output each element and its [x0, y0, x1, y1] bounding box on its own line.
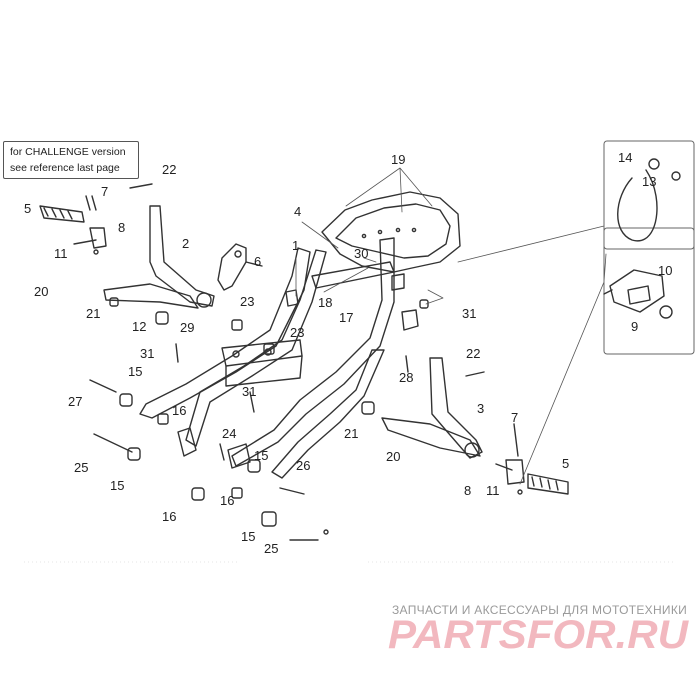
callout-16-a: 16: [172, 403, 186, 418]
callout-15-c: 15: [254, 448, 268, 463]
callout-8-left: 8: [118, 220, 125, 235]
callout-26: 26: [296, 458, 310, 473]
callout-20-right: 20: [386, 449, 400, 464]
rear-subframe: [139, 191, 461, 479]
callout-5-right: 5: [562, 456, 569, 471]
callout-16-c: 16: [220, 493, 234, 508]
callout-7-left: 7: [101, 184, 108, 199]
callout-5-left: 5: [24, 201, 31, 216]
inset-frames: [603, 140, 695, 355]
watermark-tagline: ЗАПЧАСТИ И АКСЕССУАРЫ ДЛЯ МОТОТЕХНИКИ: [392, 603, 688, 617]
callout-labels: 1 2 3 4 5 5 6 7 7 8 8 9 10 11 11 12 13 1…: [24, 150, 672, 556]
callout-11-left: 11: [54, 246, 68, 261]
callout-15-b: 15: [110, 478, 124, 493]
callout-15-a: 15: [128, 364, 142, 379]
bolts: [73, 183, 523, 541]
lock-mechanism: [603, 269, 673, 319]
note-line-2: see reference last page: [10, 162, 120, 174]
callout-20-left: 20: [34, 284, 48, 299]
callout-30: 30: [354, 246, 368, 261]
callout-17: 17: [339, 310, 353, 325]
callout-9: 9: [631, 319, 638, 334]
callout-15-d: 15: [241, 529, 255, 544]
callout-11-right: 11: [486, 483, 500, 498]
callout-4: 4: [294, 204, 301, 219]
left-footpeg: [39, 195, 107, 249]
callout-23-a: 23: [240, 294, 254, 309]
callout-31-b: 31: [242, 384, 256, 399]
callout-16-b: 16: [162, 509, 176, 524]
callout-1: 1: [292, 238, 299, 253]
callout-25-b: 25: [264, 541, 278, 556]
callout-31-a: 31: [140, 346, 154, 361]
callout-28: 28: [399, 370, 413, 385]
leader-lines: [295, 167, 607, 485]
callout-10: 10: [658, 263, 672, 278]
callout-24: 24: [222, 426, 236, 441]
callout-6: 6: [254, 254, 261, 269]
callout-23-b: 23: [290, 325, 304, 340]
left-footpeg-bracket: [103, 205, 247, 309]
note-line-1: for CHALLENGE version: [10, 146, 126, 158]
callout-31-c: 31: [462, 306, 476, 321]
callout-12: 12: [132, 319, 146, 334]
callout-25-a: 25: [74, 460, 88, 475]
callout-8-right: 8: [464, 483, 471, 498]
callout-21-left: 21: [86, 306, 100, 321]
strap-cable: [617, 158, 681, 242]
watermark-logo: PARTSFOR.RU: [388, 613, 689, 655]
right-footpeg: [505, 423, 569, 495]
callout-2: 2: [182, 236, 189, 251]
callout-19: 19: [391, 152, 405, 167]
callout-7-right: 7: [511, 410, 518, 425]
callout-14: 14: [618, 150, 632, 165]
callout-3: 3: [477, 401, 484, 416]
callout-21-right: 21: [344, 426, 358, 441]
callout-18: 18: [318, 295, 332, 310]
callout-22-right: 22: [466, 346, 480, 361]
challenge-version-note: for CHALLENGE version see reference last…: [3, 141, 139, 179]
callout-13: 13: [642, 174, 656, 189]
callout-22-left: 22: [162, 162, 176, 177]
callout-29: 29: [180, 320, 194, 335]
watermark-logo-text: PARTSFOR.RU: [388, 613, 689, 655]
callout-27: 27: [68, 394, 82, 409]
right-footpeg-bracket: [381, 357, 483, 459]
